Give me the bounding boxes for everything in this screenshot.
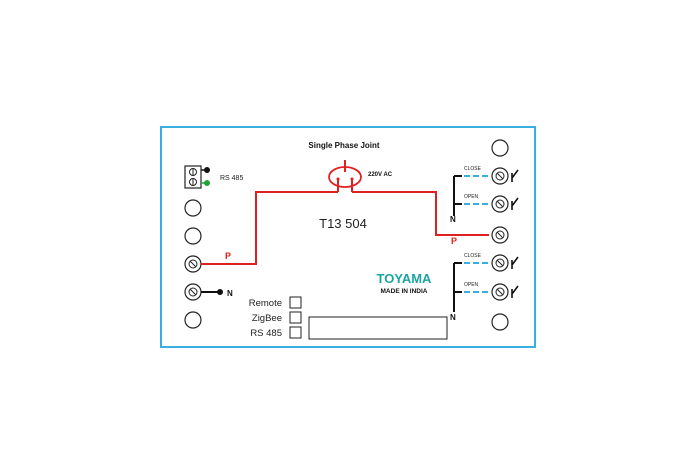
rs485-terminal-block — [184, 165, 210, 189]
phase-input-terminal — [184, 255, 202, 273]
right-terminal-8 — [491, 313, 509, 331]
right-terminal-1 — [491, 139, 509, 157]
voltage-label: 220V AC — [368, 172, 393, 178]
channel-1-close-label: CLOSE — [464, 166, 482, 172]
left-terminal-3 — [184, 227, 202, 245]
channel-2-close-terminal — [491, 254, 509, 272]
joint-title: Single Phase Joint — [308, 141, 379, 150]
option-zigbee-checkbox[interactable] — [289, 311, 302, 324]
rs485-black-dot — [204, 167, 210, 173]
origin-label: MADE IN INDIA — [381, 288, 428, 295]
phase-wire-right — [352, 191, 489, 236]
neutral-input-label: N — [227, 289, 233, 298]
option-remote-checkbox[interactable] — [289, 296, 302, 309]
channel-1-open-terminal — [491, 195, 509, 213]
phase-wire-left — [201, 191, 338, 265]
phase-input-label: P — [225, 251, 231, 261]
single-phase-joint — [328, 160, 362, 192]
channel-1-neutral-label: N — [450, 215, 456, 224]
neutral-input-terminal — [184, 283, 202, 301]
brand-logo: TOYAMA — [377, 271, 433, 286]
channel-2-open-terminal — [491, 283, 509, 301]
left-terminal-6 — [184, 311, 202, 329]
channel-1-switch-icon — [511, 169, 519, 210]
phase-output-label: P — [451, 236, 457, 246]
channel-1-close-terminal — [491, 167, 509, 185]
channel-1-open-label: OPEN — [464, 194, 479, 200]
serial-number-box — [308, 316, 448, 340]
rs485-port-label: RS 485 — [220, 175, 243, 182]
channel-2-neutral-label: N — [450, 313, 456, 322]
channel-2-close-label: CLOSE — [464, 253, 482, 259]
option-rs485-label: RS 485 — [250, 328, 282, 339]
channel-2-open-label: OPEN — [464, 282, 479, 288]
channel-2-switch-icon — [511, 256, 519, 298]
rs485-green-dot — [204, 180, 210, 186]
board-outline — [160, 126, 536, 348]
model-number: T13 504 — [319, 216, 367, 231]
left-terminal-2 — [184, 199, 202, 217]
option-zigbee-label: ZigBee — [252, 313, 282, 324]
option-remote-label: Remote — [249, 298, 282, 309]
neutral-input-dot — [217, 289, 223, 295]
phase-output-terminal — [491, 226, 509, 244]
option-rs485-checkbox[interactable] — [289, 326, 302, 339]
